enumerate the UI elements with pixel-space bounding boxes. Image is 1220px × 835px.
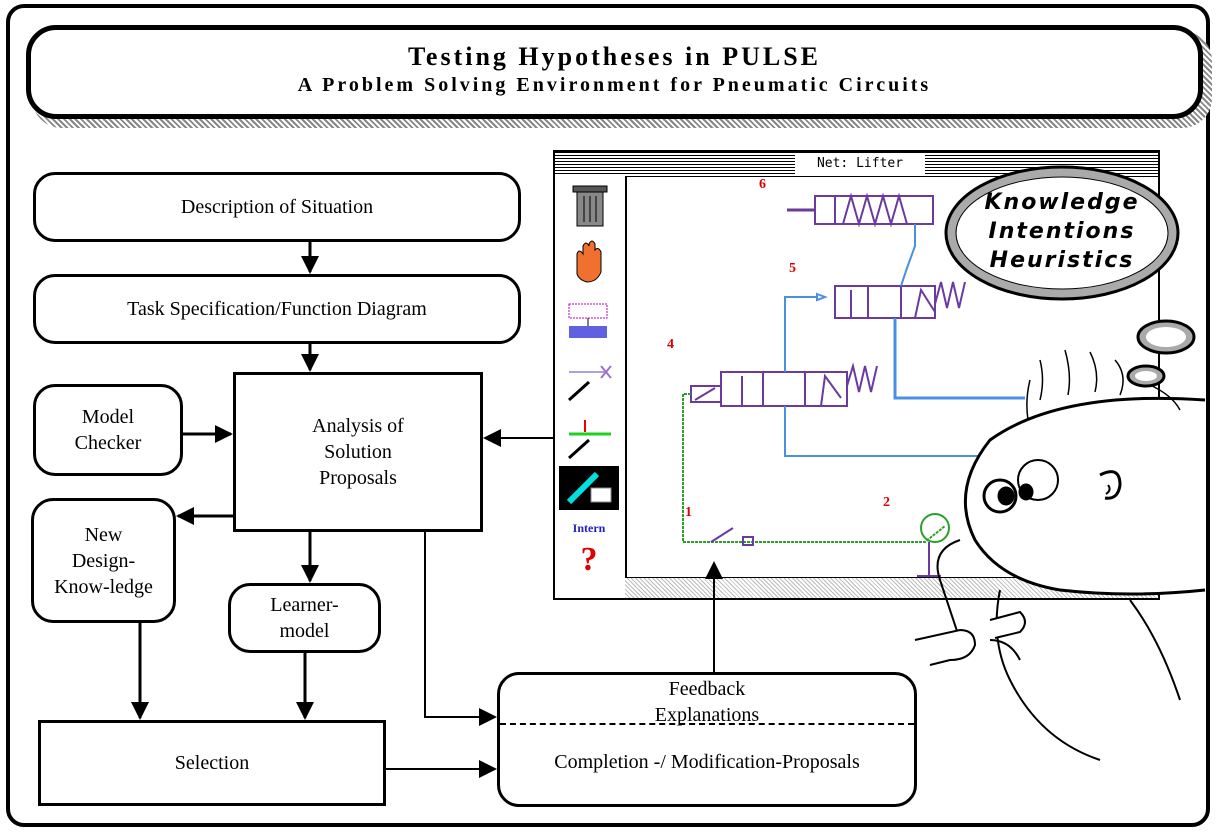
analysis-label: Analysis of Solution Proposals (312, 415, 404, 489)
switch-symbol (710, 527, 754, 546)
circuit-number-4: 4 (667, 337, 674, 352)
outer-frame (6, 4, 1210, 827)
cylinder-symbol (787, 192, 934, 228)
page-subtitle: A Problem Solving Environment for Pneuma… (297, 74, 932, 96)
pressure-source-symbol (917, 513, 950, 577)
model-checker-box: Model Checker (33, 384, 183, 476)
circuit-diagram: 1 2 4 5 6 (667, 177, 1025, 577)
title-box: Testing Hypotheses in PULSE A Problem So… (26, 25, 1203, 119)
completion-label: Completion -/ Modification-Proposals (554, 751, 860, 773)
circuit-number-5: 5 (789, 261, 796, 276)
new-design-knowledge-box: New Design-Know-ledge (31, 498, 176, 623)
selection-box: Selection (38, 720, 386, 806)
description-box: Description of Situation (33, 172, 521, 242)
horizontal-scrollbar[interactable] (625, 577, 1158, 598)
intern-label: Intern (573, 521, 606, 535)
circuit-number-1: 1 (685, 505, 692, 520)
task-spec-box: Task Specification/Function Diagram (33, 274, 521, 344)
help-icon[interactable]: ? (581, 541, 598, 578)
learner-model-label: Learner-model (270, 594, 339, 642)
tool-palette: Intern ? (555, 176, 627, 578)
bubble-line-knowledge: Knowledge (984, 190, 1140, 215)
model-checker-label: Model Checker (74, 406, 142, 454)
hand-icon[interactable] (576, 240, 602, 283)
connect-icon[interactable] (567, 420, 611, 460)
thought-bubble-text: Knowledge Intentions Heuristics (962, 188, 1162, 275)
task-spec-label: Task Specification/Function Diagram (127, 298, 427, 320)
thought-bubble (944, 165, 1196, 388)
new-design-knowledge-label: New Design-Know-ledge (54, 523, 153, 598)
blue-line-mid (784, 296, 817, 372)
trash-icon[interactable] (572, 185, 608, 227)
analysis-box: Analysis of Solution Proposals (233, 372, 483, 532)
bubble-line-intentions: Intentions (988, 219, 1136, 244)
pen-icon[interactable] (559, 466, 619, 510)
circuit-number-6: 6 (759, 177, 766, 192)
description-label: Description of Situation (180, 196, 374, 218)
thinking-character-illustration (914, 349, 1206, 761)
learner-model-box: Learner-model (228, 583, 381, 653)
blue-line-right (893, 318, 1025, 400)
circuit-number-2: 2 (883, 495, 890, 510)
arrow-analysis-to-feedback (424, 532, 497, 726)
feedback-box: Feedback Explanations Completion -/ Modi… (497, 672, 917, 807)
palette-icons: Intern ? (559, 185, 619, 578)
disconnect-icon[interactable] (567, 365, 612, 402)
blue-line-top (900, 224, 916, 287)
feedback-label: Feedback Explanations (654, 678, 760, 726)
bubble-line-heuristics: Heuristics (989, 248, 1135, 273)
feedback-divider (500, 723, 914, 725)
page-title: Testing Hypotheses in PULSE (407, 42, 822, 71)
blue-line-lower (784, 406, 1025, 457)
window-title: Net: Lifter (795, 154, 925, 174)
component-icon[interactable] (568, 303, 608, 338)
selection-label: Selection (174, 752, 250, 774)
